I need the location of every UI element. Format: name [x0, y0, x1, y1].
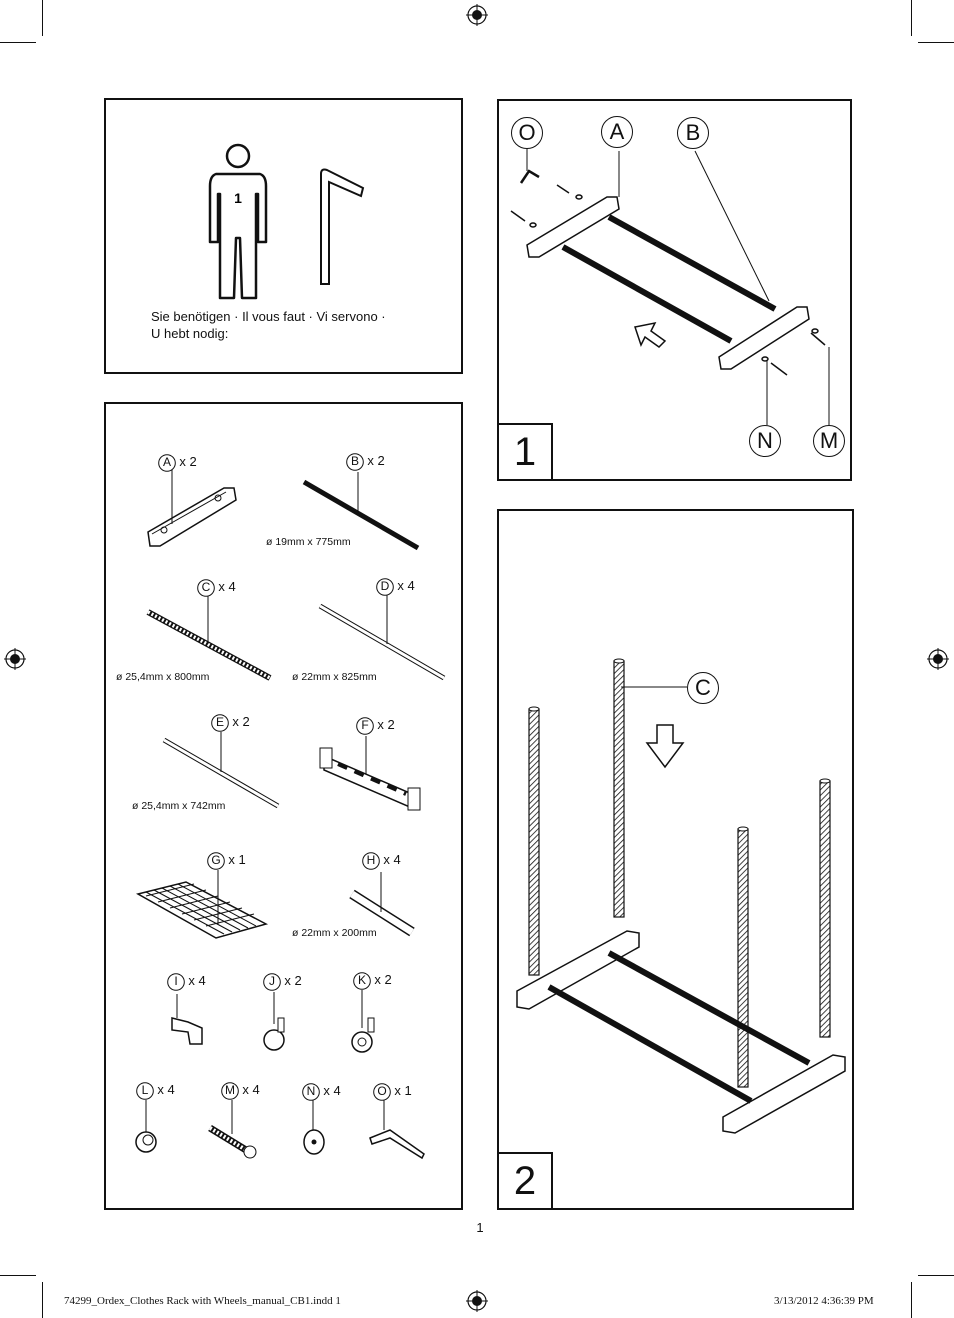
part-i-label: I x 4 [167, 973, 206, 991]
part-j-label: J x 2 [263, 973, 302, 991]
part-c-tube-icon [146, 596, 272, 681]
part-g-label: G x 1 [207, 852, 246, 870]
part-f-label: F x 2 [356, 717, 395, 735]
part-letter-circle-icon [136, 1082, 154, 1100]
part-e-tube-icon [162, 732, 280, 809]
part-c-dimension: ø 25,4mm x 800mm [116, 671, 210, 683]
part-letter-circle-icon [197, 579, 215, 597]
part-b-dimension: ø 19mm x 775mm [266, 536, 351, 548]
part-b-threaded-rod-icon [302, 472, 420, 551]
parts-list-panel: A x 2 B x 2 ø 19mm x 775mm C x 4 ø 25,4m… [104, 402, 463, 1210]
crop-mark [918, 1275, 954, 1276]
page-number: 1 [476, 1220, 484, 1235]
registration-mark-icon [927, 648, 949, 670]
part-a-label: A x 2 [158, 454, 197, 472]
part-o-label: O x 1 [373, 1083, 412, 1101]
callout-o: O [511, 117, 543, 149]
part-letter-circle-icon [207, 852, 225, 870]
part-letter-circle-icon [373, 1083, 391, 1101]
step-1-illustration [510, 149, 830, 425]
part-letter-circle-icon [362, 852, 380, 870]
tools-caption-line1: Sie benötigen · Il vous faut · Vi servon… [151, 309, 386, 324]
part-b-label: B x 2 [346, 453, 385, 471]
part-letter-circle-icon [353, 972, 371, 990]
part-i-foot-icon [171, 994, 203, 1045]
direction-arrow-icon [634, 321, 667, 348]
part-n-label: N x 4 [302, 1083, 341, 1101]
part-a-base-icon [147, 461, 237, 547]
part-h-label: H x 4 [362, 852, 401, 870]
base-a-right [718, 306, 810, 370]
down-arrow-icon [645, 724, 685, 769]
crop-mark [0, 42, 36, 43]
tools-caption-line2: U hebt nodig: [151, 326, 229, 341]
callout-b: B [677, 117, 709, 149]
base-right [722, 1054, 846, 1134]
step-2-illustration [516, 658, 846, 1134]
registration-mark-icon [466, 1290, 488, 1312]
person-icon: 1 [208, 143, 268, 300]
crop-mark [0, 1275, 36, 1276]
part-l-cap-icon [135, 1100, 157, 1153]
part-letter-circle-icon [263, 973, 281, 991]
part-letter-circle-icon [167, 973, 185, 991]
footer-file-name: 74299_Ordex_Clothes Rack with Wheels_man… [64, 1295, 341, 1307]
part-e-dimension: ø 25,4mm x 742mm [132, 800, 226, 812]
part-letter-circle-icon [221, 1082, 239, 1100]
part-n-washer-icon [303, 1100, 325, 1155]
part-letter-circle-icon [158, 454, 176, 472]
callout-c: C [687, 672, 719, 704]
step-2-panel: C 2 [497, 509, 854, 1210]
part-j-wheel-icon [263, 992, 285, 1051]
part-letter-circle-icon [376, 578, 394, 596]
allen-key-icon [320, 168, 365, 285]
tools-panel: 1 Sie benötigen · Il vous faut · Vi serv… [104, 98, 463, 374]
callout-n: N [749, 425, 781, 457]
step-1-panel: O A B N M 1 [497, 99, 852, 481]
part-letter-circle-icon [302, 1083, 320, 1101]
callout-a: A [601, 116, 633, 148]
part-d-tube-icon [318, 594, 446, 681]
footer-timestamp: 3/13/2012 4:36:39 PM [774, 1295, 874, 1307]
crop-mark [42, 0, 43, 36]
registration-mark-icon [466, 4, 488, 26]
part-o-allen-key-icon [369, 1100, 425, 1160]
part-k-wheel-brake-icon [351, 990, 375, 1053]
person-count: 1 [234, 190, 242, 206]
base-left [516, 930, 640, 1010]
part-h-connector-icon [349, 872, 415, 937]
part-f-crossbar-icon [319, 736, 421, 811]
part-m-bolt-icon [208, 1100, 257, 1159]
part-h-dimension: ø 22mm x 200mm [292, 927, 377, 939]
callout-m: M [813, 425, 845, 457]
part-letter-circle-icon [356, 717, 374, 735]
part-d-label: D x 4 [376, 578, 415, 596]
part-letter-circle-icon [211, 714, 229, 732]
part-g-wire-shelf-icon [135, 870, 269, 939]
part-e-label: E x 2 [211, 714, 250, 732]
crop-mark [911, 1282, 912, 1318]
part-m-label: M x 4 [221, 1082, 260, 1100]
part-c-label: C x 4 [197, 579, 236, 597]
step-1-number: 1 [499, 423, 553, 479]
crop-mark [911, 0, 912, 36]
registration-mark-icon [4, 648, 26, 670]
part-d-dimension: ø 22mm x 825mm [292, 671, 377, 683]
crop-mark [918, 42, 954, 43]
part-letter-circle-icon [346, 453, 364, 471]
crop-mark [42, 1282, 43, 1318]
parts-illustrations [135, 461, 446, 1160]
base-a-left [526, 196, 620, 258]
part-l-label: L x 4 [136, 1082, 175, 1100]
step-2-number: 2 [499, 1152, 553, 1208]
part-k-label: K x 2 [353, 972, 392, 990]
